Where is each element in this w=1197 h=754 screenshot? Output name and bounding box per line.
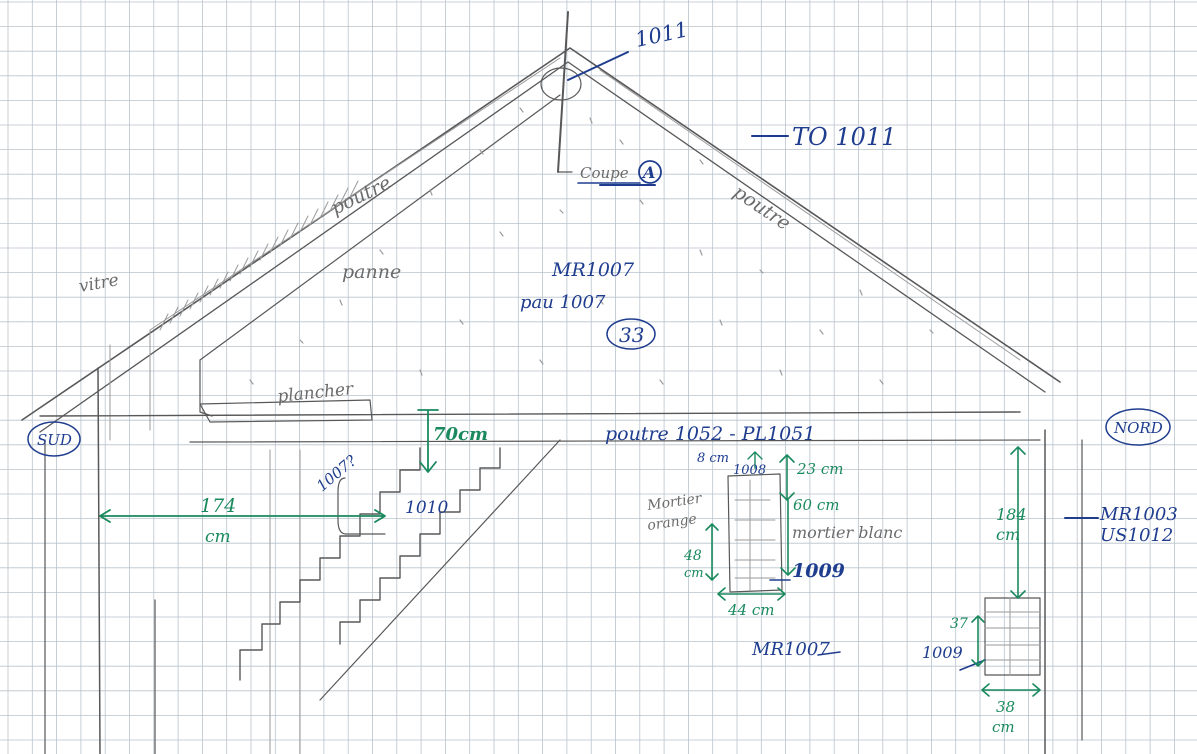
facing-id: pau 1007 [520, 292, 606, 313]
beam-label: poutre 1052 - PL1051 [605, 423, 815, 445]
right-wall-id: MR1003 [1099, 504, 1178, 525]
niche-left [727, 473, 783, 593]
dim-174-unit: cm [205, 527, 231, 547]
orientation-circles [27, 408, 1171, 457]
wall-id-bottom: MR1007 [751, 639, 830, 660]
blue-annotations [567, 51, 1099, 671]
niche-id-right: 1009 [922, 643, 963, 662]
pole-id: 1011 [633, 17, 690, 52]
section-marker [577, 160, 662, 184]
right-us-id: US1012 [1100, 525, 1173, 546]
niche-id: 1009 [792, 560, 845, 582]
pole [540, 11, 582, 173]
wall-id: MR1007 [551, 259, 635, 281]
dim-38-value: 38 [996, 698, 1015, 716]
green-dimensions [99, 409, 1041, 697]
section-label: Coupe [580, 164, 629, 182]
dim-48-value: 48 [683, 548, 702, 564]
niche-right [984, 597, 1041, 676]
north-label: NORD [1113, 419, 1163, 437]
purlin-label: panne [342, 261, 401, 283]
dim-60: 60 cm [793, 496, 839, 514]
dim-48-unit: cm [684, 566, 704, 581]
door-query: 1007? [313, 451, 361, 495]
floor-label: plancher [276, 379, 355, 407]
dim-8: 8 cm [697, 451, 729, 466]
dim-44: 44 cm [727, 601, 774, 619]
rafter-label-left: poutre [328, 172, 395, 220]
dim-37: 37 [950, 616, 968, 632]
dim-184-value: 184 [996, 505, 1027, 524]
south-label: SUD [37, 431, 72, 449]
stairs-id: 1010 [405, 498, 448, 518]
wall-texture-dots [249, 107, 934, 385]
staircase [239, 439, 561, 701]
floor-and-beam [39, 399, 1041, 443]
dim-23: 23 cm [796, 460, 843, 478]
rafter-hatching [159, 180, 359, 331]
id-1008: 1008 [733, 463, 766, 478]
dim-184-unit: cm [996, 525, 1020, 544]
walls [44, 367, 1083, 754]
dim-174-value: 174 [200, 495, 236, 517]
rafter-label-right: poutre [729, 181, 794, 235]
mortier-orange-2: orange [646, 511, 697, 534]
ridge-label: TO 1011 [792, 123, 896, 151]
window-label: vitre [77, 270, 120, 297]
dim-38-unit: cm [992, 718, 1015, 736]
circled-number: 33 [619, 323, 644, 347]
section-letter: A [641, 163, 655, 182]
roof-outline [21, 47, 1061, 433]
mortier-orange-1: Mortier [645, 490, 704, 514]
mortier-blanc: mortier blanc [792, 523, 902, 542]
dim-70: 70cm [433, 424, 488, 445]
